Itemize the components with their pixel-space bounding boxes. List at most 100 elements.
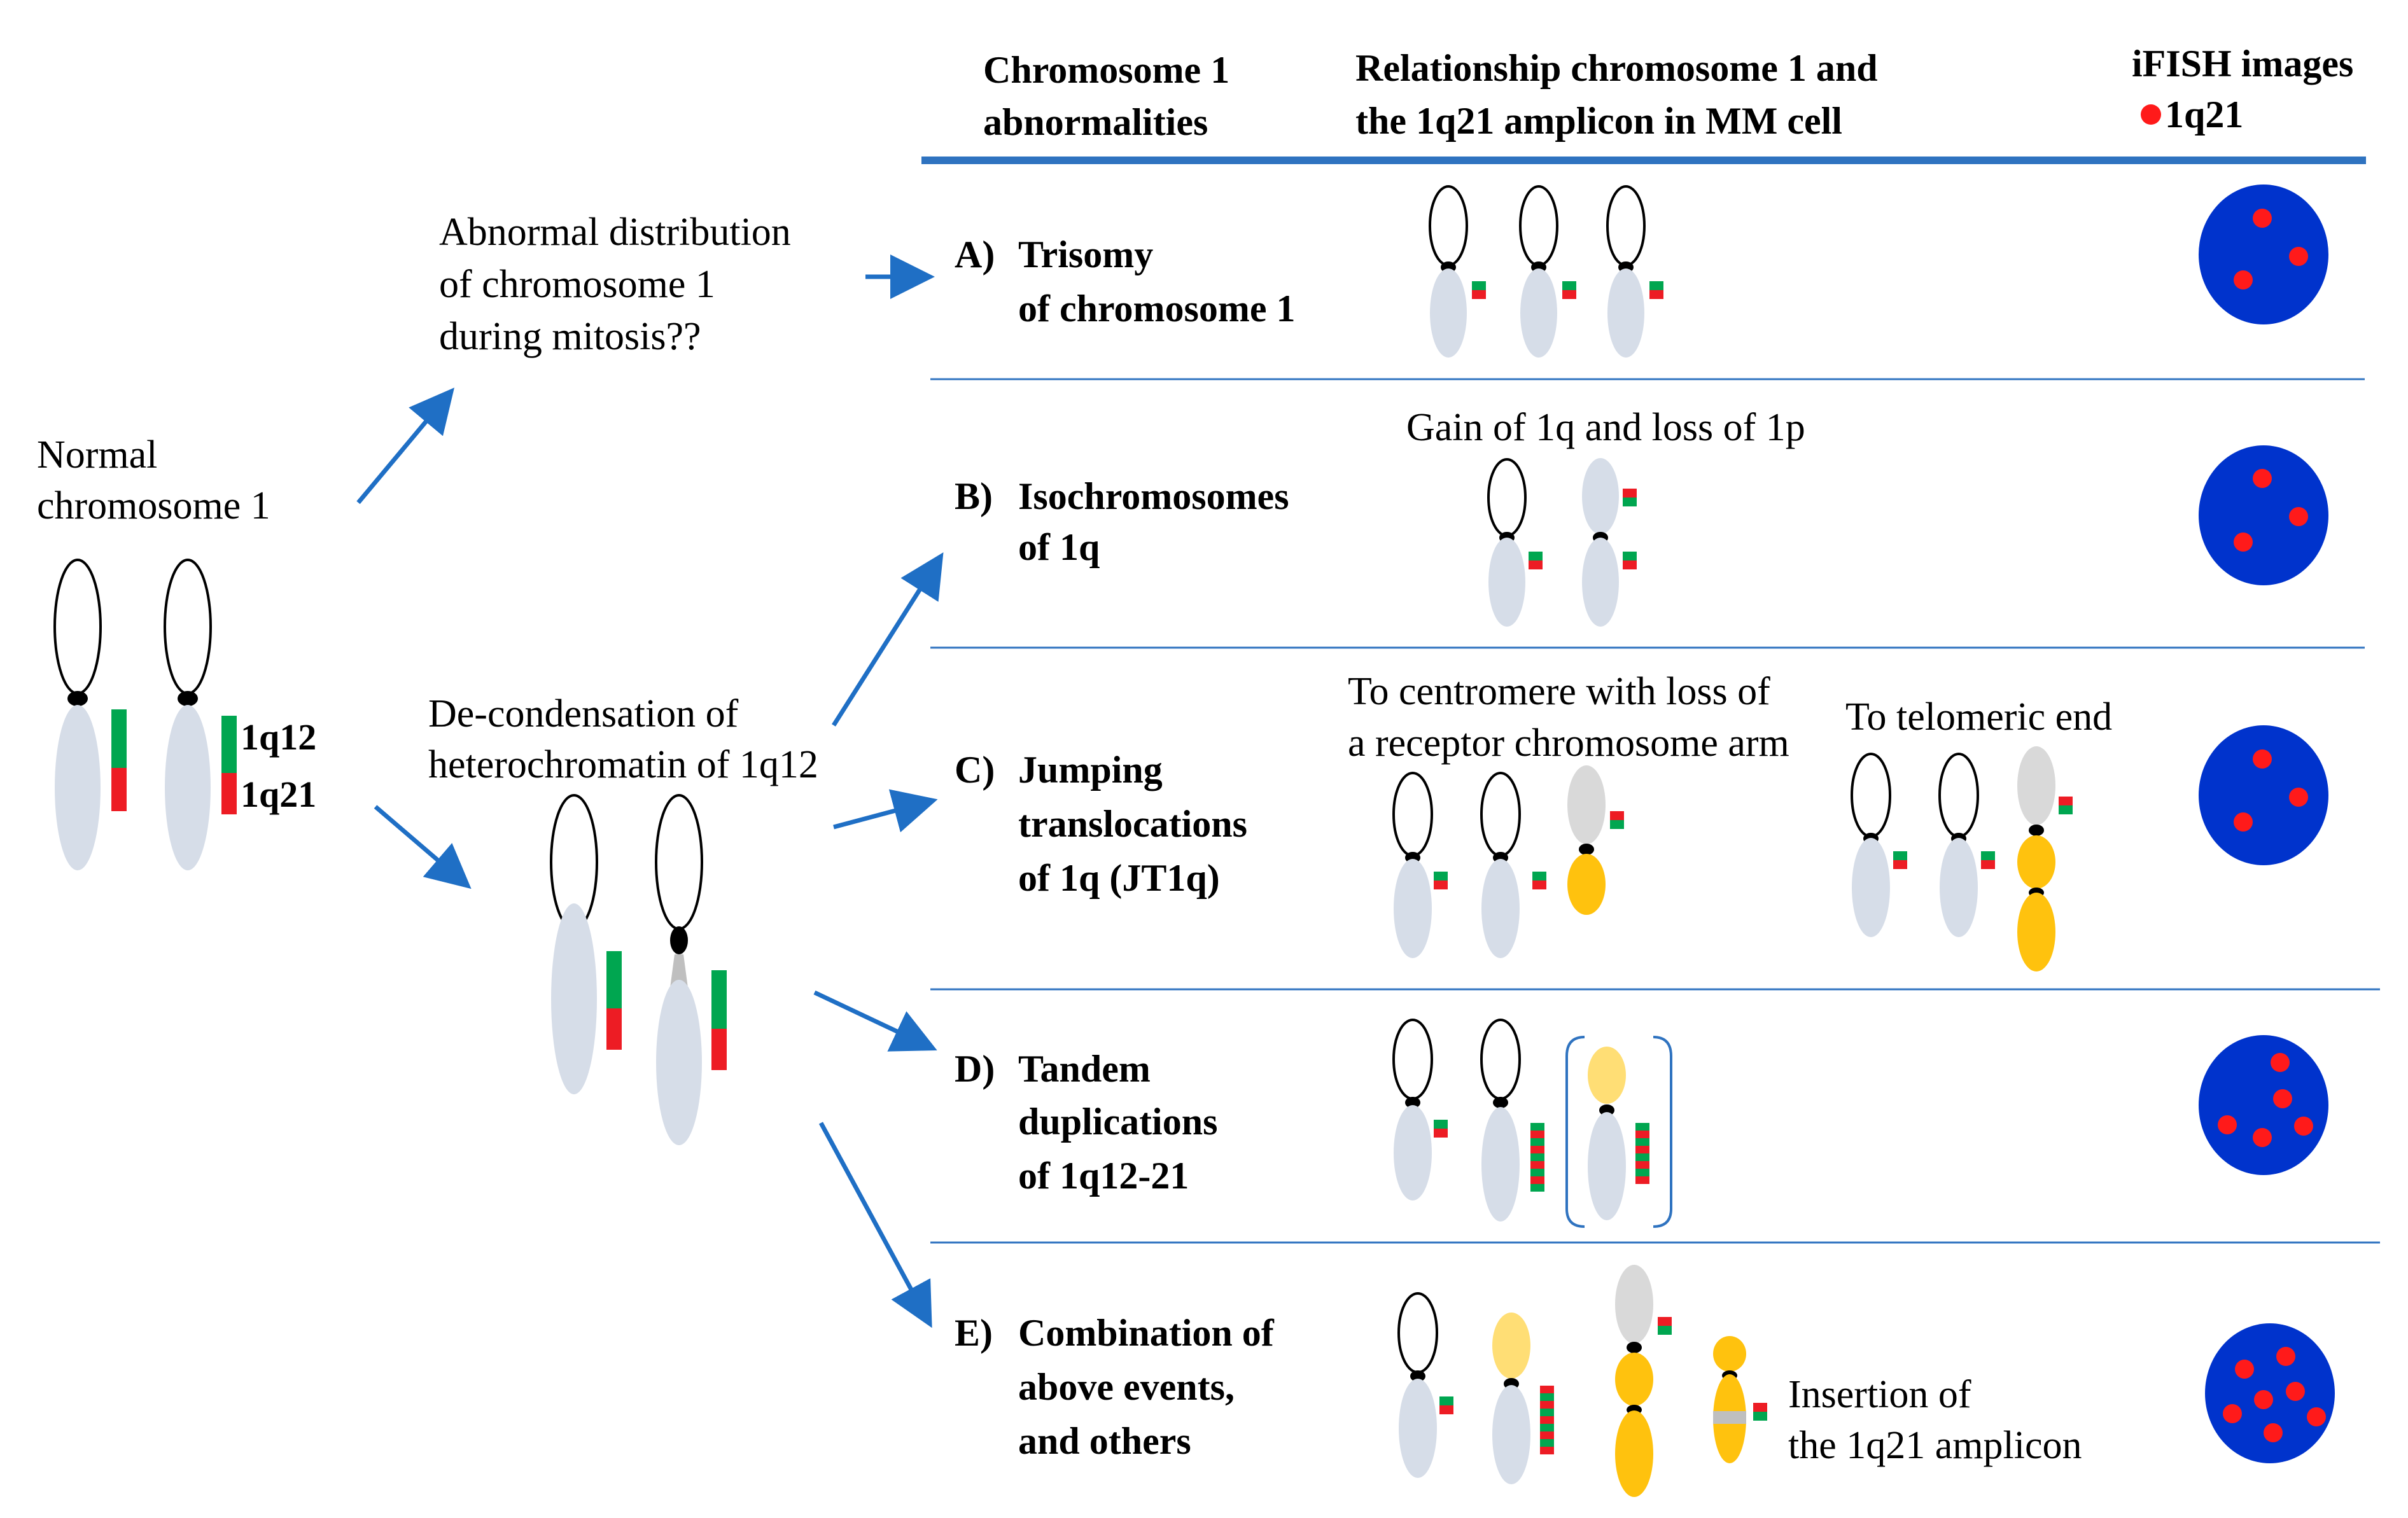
isochromosome-1q bbox=[1582, 458, 1637, 627]
jt-telomeric-normal-1 bbox=[1851, 753, 1907, 937]
row-c-line1: Jumping bbox=[1018, 749, 1163, 791]
fish-signal-dot bbox=[2294, 1117, 2313, 1136]
row-a-line1: Trisomy bbox=[1018, 233, 1153, 275]
fish-signal-dot bbox=[2235, 1360, 2254, 1379]
normal-centromere-1 bbox=[67, 691, 88, 706]
mechanism-labels: Abnormal distribution of chromosome 1 du… bbox=[428, 211, 818, 786]
row-b-line1: Isochromosomes bbox=[1018, 475, 1289, 517]
row-c-caption-left-line1: To centromere with loss of bbox=[1348, 670, 1770, 713]
row-d-label: D) Tandem duplications of 1q12-21 bbox=[955, 1048, 1217, 1197]
td-normal-chromosome bbox=[1392, 1019, 1448, 1201]
row-c-line2: translocations bbox=[1018, 803, 1247, 845]
fish-signal-dot bbox=[2276, 1347, 2295, 1366]
combo-translocated-chromosome bbox=[1615, 1265, 1672, 1497]
row-c-letter: C) bbox=[955, 749, 995, 791]
fish-signal-dot bbox=[2253, 209, 2272, 228]
row-e-content: Insertion of the 1q21 amplicon bbox=[1397, 1265, 2082, 1497]
jt-normal-chromosome-1 bbox=[1392, 772, 1448, 958]
decond-q-arm-2 bbox=[656, 980, 702, 1145]
td-duplicated-chromosome bbox=[1480, 1019, 1544, 1222]
normal-green-band-2 bbox=[221, 716, 237, 773]
row-e-line2: above events, bbox=[1018, 1366, 1235, 1408]
fish-signal-dot bbox=[2289, 247, 2308, 266]
fish-signal-dot bbox=[2253, 749, 2272, 769]
flow-arrows bbox=[356, 254, 944, 1328]
jt-normal-chromosome-2 bbox=[1480, 772, 1546, 958]
normal-p-arm-1 bbox=[53, 559, 102, 695]
row-e-line1: Combination of bbox=[1018, 1312, 1275, 1354]
trisomy-chromosome-2 bbox=[1519, 185, 1576, 358]
normal-q-arm-2 bbox=[165, 705, 211, 870]
row-c-caption-left-line2: a receptor chromosome arm bbox=[1348, 721, 1789, 765]
row-b-letter: B) bbox=[955, 475, 993, 517]
normal-chromosome-group: Normal chromosome 1 1q12 1q21 bbox=[37, 433, 316, 870]
iso-normal-chromosome bbox=[1487, 458, 1543, 627]
decond-green-band-1 bbox=[606, 951, 622, 1008]
jt-centromeric-translocation bbox=[1567, 765, 1624, 915]
combo-duplicated-chromosome bbox=[1492, 1313, 1554, 1484]
band-label-1q21: 1q21 bbox=[241, 774, 316, 815]
ifish-nucleus-d bbox=[2199, 1035, 2328, 1175]
decond-label-line1: De-condensation of bbox=[428, 692, 739, 735]
header-col1-line1: Chromosome 1 bbox=[983, 49, 1229, 91]
jt-telomeric-normal-2 bbox=[1938, 753, 1995, 937]
combo-insertion-chromosome bbox=[1713, 1336, 1767, 1463]
row-e-letter: E) bbox=[955, 1312, 993, 1354]
header-col2-line1: Relationship chromosome 1 and bbox=[1355, 47, 1878, 89]
ifish-nucleus-c bbox=[2199, 725, 2328, 865]
fish-signal-dot bbox=[2273, 1089, 2292, 1108]
column-headers: Chromosome 1 abnormalities Relationship … bbox=[983, 43, 2353, 143]
fish-signal-dot bbox=[2253, 1128, 2272, 1147]
row-e-line3: and others bbox=[1018, 1420, 1191, 1462]
decondensed-chromosome-group bbox=[550, 794, 727, 1145]
fish-signal-dot bbox=[2254, 1390, 2273, 1409]
normal-red-band-2 bbox=[221, 773, 237, 814]
row-c-line3: of 1q (JT1q) bbox=[1018, 857, 1220, 899]
row-e-caption-line1: Insertion of bbox=[1788, 1373, 1971, 1416]
normal-red-band-1 bbox=[111, 768, 127, 811]
row-c-label: C) Jumping translocations of 1q (JT1q) bbox=[955, 749, 1247, 899]
legend-red-dot-icon bbox=[2141, 104, 2161, 125]
ifish-nucleus-a bbox=[2199, 185, 2328, 324]
td-bracket-left bbox=[1565, 1036, 1585, 1228]
row-b-line2: of 1q bbox=[1018, 526, 1100, 568]
fish-signal-dot bbox=[2307, 1407, 2326, 1426]
fish-signal-dot bbox=[2271, 1053, 2290, 1072]
row-d-line3: of 1q12-21 bbox=[1018, 1155, 1189, 1197]
decond-centromere-2 bbox=[670, 926, 688, 954]
row-c-caption-right: To telomeric end bbox=[1845, 695, 2112, 739]
trisomy-chromosome-3 bbox=[1606, 185, 1663, 358]
arrow-to-row-b bbox=[832, 552, 944, 727]
fish-signal-dot bbox=[2218, 1115, 2237, 1134]
row-d-content bbox=[1392, 1019, 1672, 1228]
fish-signal-dot bbox=[2289, 788, 2308, 807]
abnormal-label-line3: during mitosis?? bbox=[439, 315, 701, 358]
row-e-label: E) Combination of above events, and othe… bbox=[955, 1312, 1275, 1462]
trisomy-chromosome-1 bbox=[1429, 185, 1486, 358]
decond-p-arm-2 bbox=[655, 794, 703, 930]
row-a-letter: A) bbox=[955, 233, 995, 275]
fish-signal-dot bbox=[2223, 1404, 2242, 1423]
row-a-label: A) Trisomy of chromosome 1 bbox=[955, 233, 1295, 330]
fish-signal-dot bbox=[2234, 270, 2253, 289]
row-b-caption: Gain of 1q and loss of 1p bbox=[1406, 406, 1805, 449]
band-label-1q12: 1q12 bbox=[241, 716, 316, 758]
header-col1-line2: abnormalities bbox=[983, 101, 1208, 143]
combo-normal-chromosome bbox=[1397, 1292, 1453, 1478]
row-b-content: Gain of 1q and loss of 1p bbox=[1406, 406, 1805, 627]
row-c-content: To centromere with loss of a receptor ch… bbox=[1348, 670, 2112, 971]
arrow-to-row-e bbox=[818, 1122, 932, 1328]
td-bracket-right bbox=[1653, 1036, 1672, 1228]
row-d-letter: D) bbox=[955, 1048, 995, 1090]
arrow-normal-to-decondensation bbox=[374, 805, 472, 889]
header-col3-legend: 1q21 bbox=[2165, 94, 2243, 136]
row-e-caption-line2: the 1q21 amplicon bbox=[1788, 1424, 2082, 1467]
decond-label-line2: heterochromatin of 1q12 bbox=[428, 743, 818, 786]
arrow-normal-to-abnormal bbox=[356, 387, 454, 505]
header-col2-line2: the 1q21 amplicon in MM cell bbox=[1355, 100, 1842, 142]
arrow-to-row-c bbox=[833, 789, 938, 833]
fish-signal-dot bbox=[2253, 469, 2272, 488]
arrow-to-row-d bbox=[813, 990, 937, 1052]
